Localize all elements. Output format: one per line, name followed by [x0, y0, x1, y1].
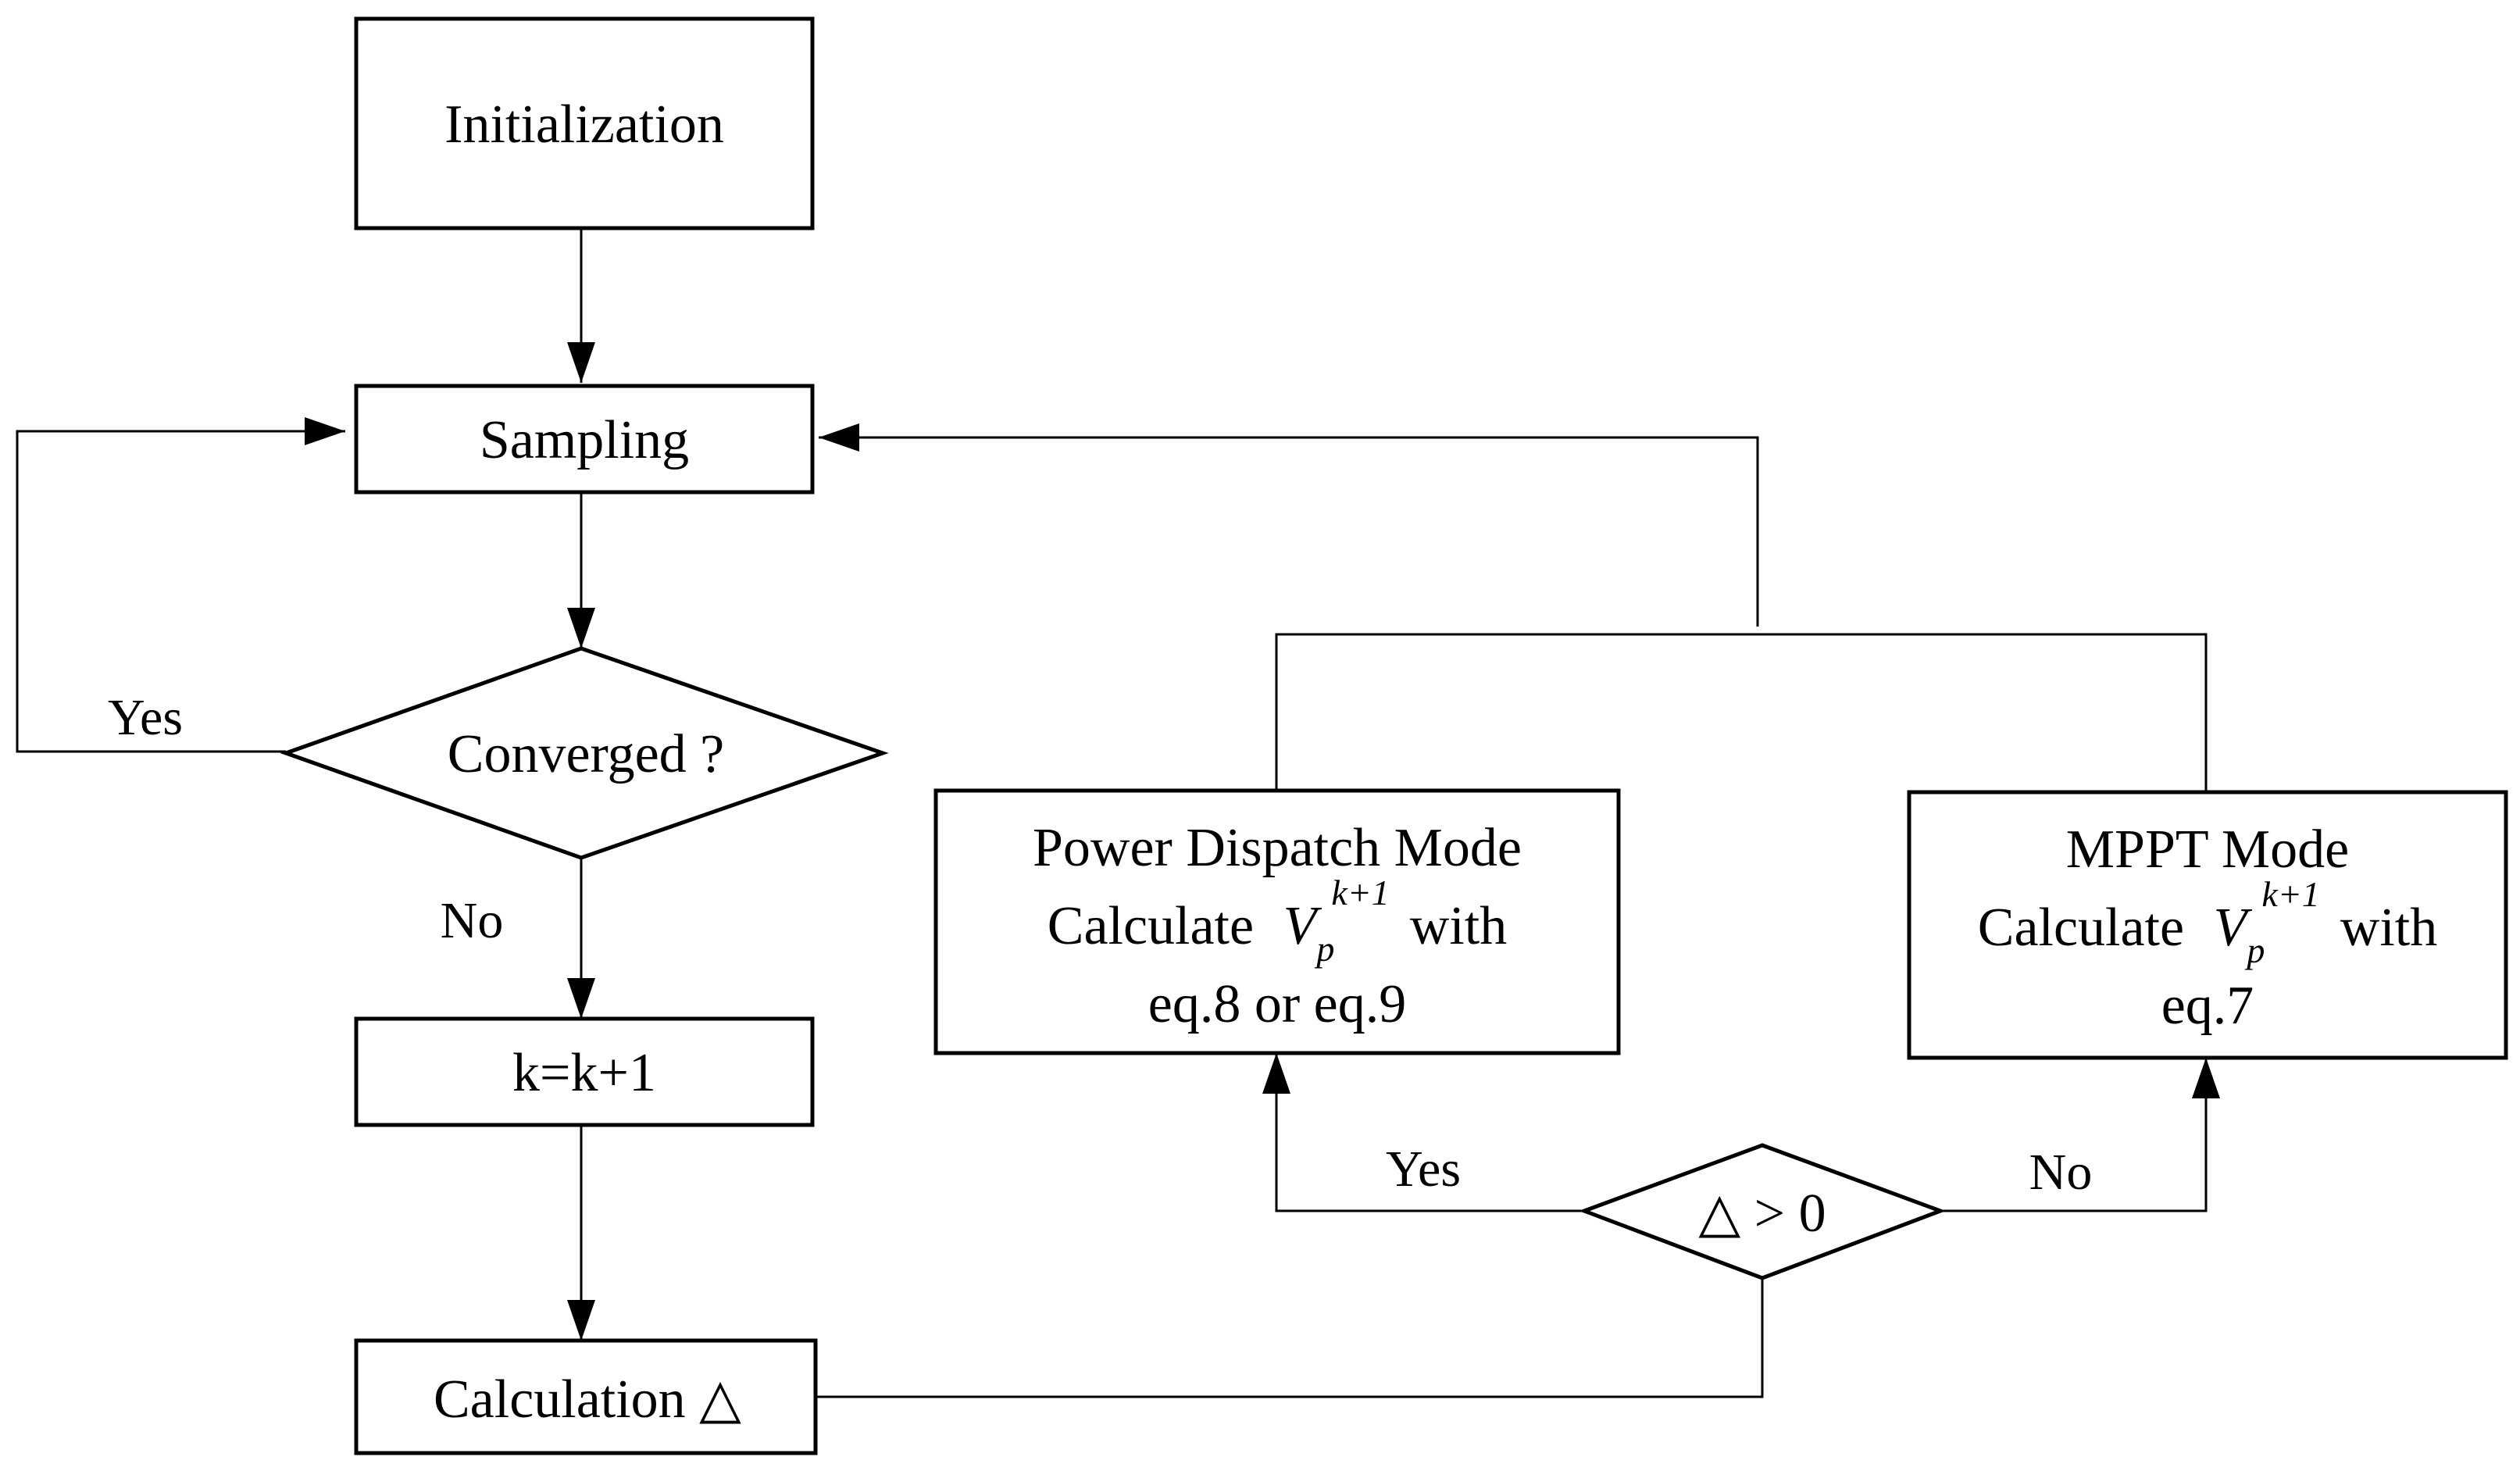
label-converged-yes: Yes: [108, 689, 183, 746]
power-dispatch-calc-suffix: with: [1410, 896, 1507, 956]
node-increment-label: k=k+1: [512, 1043, 656, 1103]
node-delta-test: △ > 0: [1578, 1143, 1947, 1280]
mppt-calc-suffix: with: [2340, 898, 2437, 958]
node-calculation-label: Calculation △: [434, 1369, 741, 1430]
node-initialization-label: Initialization: [444, 95, 724, 155]
node-sampling-label: Sampling: [480, 410, 689, 470]
power-dispatch-var: V: [1283, 896, 1322, 956]
label-converged-no: No: [441, 892, 504, 949]
edge-calculation-to-delta: [817, 1280, 1764, 1398]
mppt-var-sub: p: [2244, 930, 2265, 970]
edge-modes-to-sampling: [819, 423, 1759, 627]
mppt-calc-line: Calculate Vp k+1 with: [1978, 874, 2438, 970]
power-dispatch-title: Power Dispatch Mode: [1033, 818, 1522, 878]
mppt-var: V: [2214, 898, 2253, 958]
mppt-var-sup: k+1: [2261, 874, 2319, 914]
mppt-title: MPPT Mode: [2066, 819, 2349, 880]
node-delta-test-label: △ > 0: [1698, 1184, 1826, 1244]
node-sampling: Sampling: [354, 384, 815, 495]
mppt-eq: eq.7: [2161, 976, 2254, 1036]
power-dispatch-var-sub: p: [1314, 929, 1334, 969]
edge-converged-yes-to-sampling: [16, 417, 345, 753]
node-converged-label: Converged ?: [448, 724, 724, 784]
mppt-calc-prefix: Calculate: [1978, 898, 2184, 958]
power-dispatch-calc-prefix: Calculate: [1048, 896, 1254, 956]
power-dispatch-calc-line: Calculate Vp k+1 with: [1048, 873, 1508, 969]
node-converged: Converged ?: [280, 646, 889, 860]
node-mppt: MPPT Mode Calculate Vp k+1 with eq.7: [1907, 790, 2508, 1060]
edge-delta-yes-to-power-dispatch: [1262, 1053, 1584, 1212]
label-delta-no: No: [2029, 1144, 2093, 1201]
label-delta-yes: Yes: [1386, 1141, 1461, 1198]
node-power-dispatch: Power Dispatch Mode Calculate Vpk+1with …: [933, 788, 1621, 1055]
power-dispatch-var-sup: k+1: [1331, 873, 1389, 912]
power-dispatch-eq: eq.8 or eq.9: [1148, 974, 1406, 1034]
node-increment: k=k+1: [354, 1016, 815, 1127]
edge-power-dispatch-up: [1275, 633, 2208, 792]
node-initialization: Initialization: [354, 16, 815, 230]
node-calculation: Calculation △: [354, 1338, 818, 1455]
edge-delta-no-to-mppt: [1940, 1058, 2220, 1212]
